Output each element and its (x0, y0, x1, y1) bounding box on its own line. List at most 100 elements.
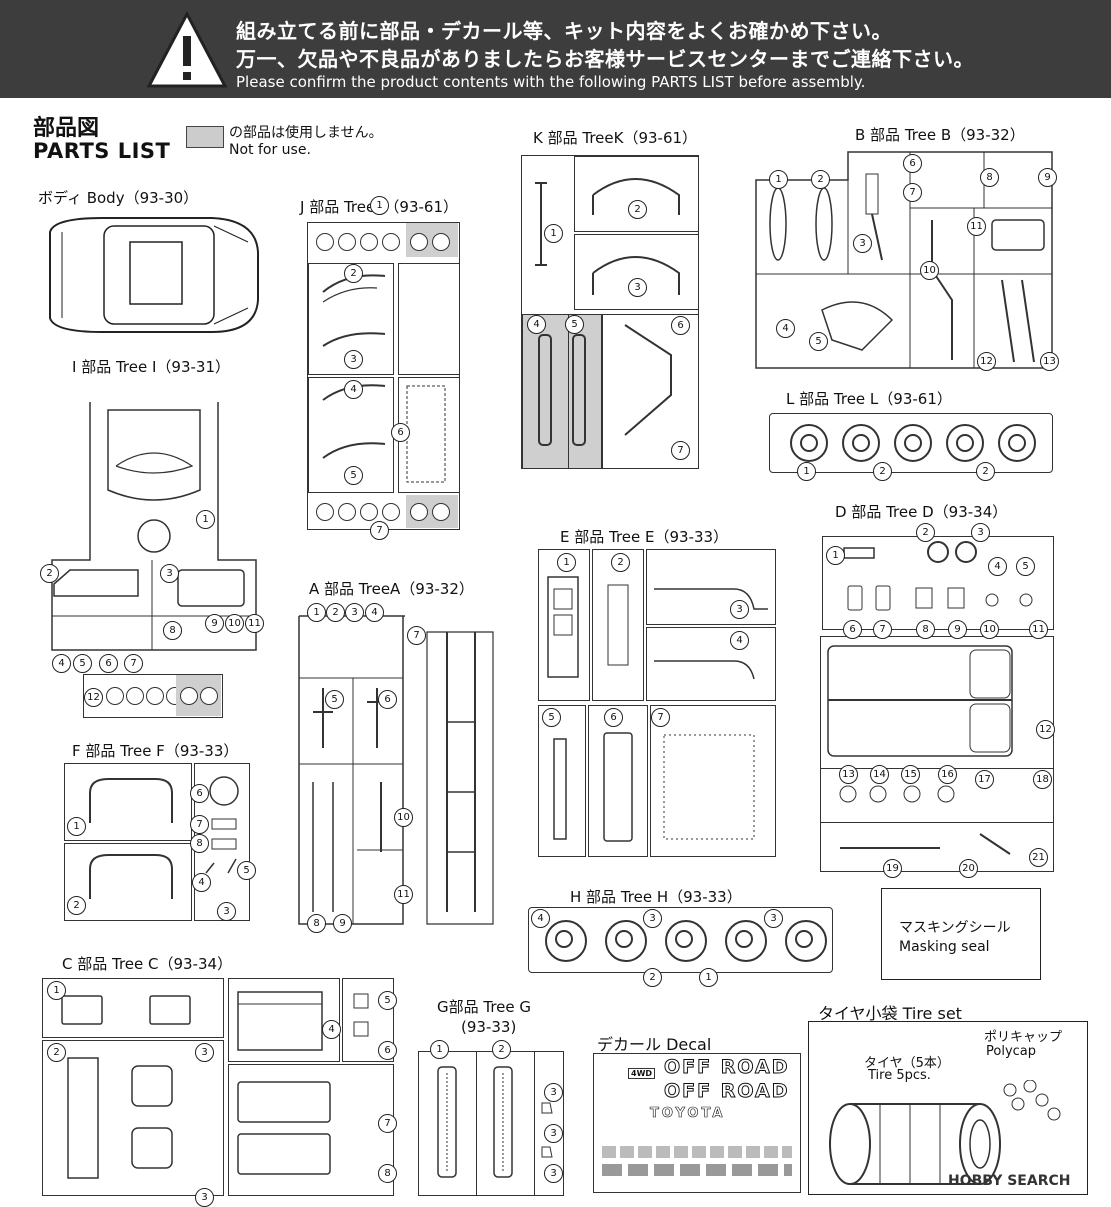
part-j-3: 3 (344, 350, 363, 369)
tree-i-label: I 部品 Tree I（93-31） (72, 358, 230, 376)
masking-seal-box (881, 888, 1041, 980)
part-a-8: 8 (307, 914, 326, 933)
tree-h (528, 907, 833, 973)
tree-d (820, 536, 1055, 872)
part-e-3: 3 (730, 600, 749, 619)
part-g-3c: 3 (544, 1164, 563, 1183)
part-b-5: 5 (809, 332, 828, 351)
tire-set-drawing (829, 1080, 1061, 1185)
part-d-16: 16 (938, 765, 957, 784)
part-g-1: 1 (430, 1040, 449, 1059)
tree-d-parts (827, 541, 1033, 855)
part-d-18: 18 (1033, 770, 1052, 789)
part-g-3a: 3 (544, 1083, 563, 1102)
decal-4wd: 4WD (628, 1068, 656, 1079)
polycap-en: Polycap (986, 1044, 1037, 1059)
tree-f-parts (89, 776, 239, 899)
part-a-6: 6 (378, 690, 397, 709)
part-j-4: 4 (344, 380, 363, 399)
part-a-10: 10 (394, 808, 413, 827)
part-d-19: 19 (883, 859, 902, 878)
not-for-use-jp: の部品は使用しません。 (229, 125, 383, 141)
tree-a-label: A 部品 TreeA（93-32） (309, 580, 474, 598)
part-l-2b: 2 (976, 462, 995, 481)
tire-set-box (808, 1021, 1088, 1195)
part-a-3: 3 (345, 603, 364, 622)
part-f-7: 7 (190, 815, 209, 834)
part-i-12: 12 (84, 688, 103, 707)
part-b-13: 13 (1040, 352, 1059, 371)
tree-body-label: ボディ Body（93-30） (38, 189, 199, 207)
part-j-6: 6 (391, 423, 410, 442)
tree-e-parts (547, 576, 768, 842)
part-a-4: 4 (365, 603, 384, 622)
part-c-4: 4 (322, 1020, 341, 1039)
part-d-13: 13 (839, 765, 858, 784)
part-a-1: 1 (307, 603, 326, 622)
part-i-8: 8 (163, 621, 182, 640)
part-b-8: 8 (980, 168, 999, 187)
part-b-3: 3 (853, 234, 872, 253)
part-f-6: 6 (190, 784, 209, 803)
tree-g-label-1: G部品 Tree G (437, 998, 532, 1016)
warning-jp-line1: 組み立てる前に部品・デカール等、キット内容をよくお確かめ下さい。 (236, 19, 892, 43)
part-d-2: 2 (916, 523, 935, 542)
tree-i-strip (83, 674, 223, 718)
part-d-20: 20 (959, 859, 978, 878)
decal-label: デカール Decal (597, 1035, 712, 1054)
part-f-1: 1 (67, 817, 86, 836)
polycap-jp: ポリキャップ (984, 1030, 1063, 1045)
tree-c-label: C 部品 Tree C（93-34） (62, 955, 233, 973)
tree-j-parts (322, 274, 446, 483)
page-title-en: PARTS LIST (33, 139, 171, 163)
part-f-2: 2 (67, 896, 86, 915)
part-d-5: 5 (1016, 557, 1035, 576)
part-e-2: 2 (611, 553, 630, 572)
part-k-4: 4 (527, 315, 546, 334)
masking-seal-en: Masking seal (899, 939, 990, 955)
tire-set-label: タイヤ小袋 Tire set (818, 1004, 962, 1023)
part-d-3: 3 (971, 523, 990, 542)
part-d-11: 11 (1029, 620, 1048, 639)
part-b-4: 4 (776, 319, 795, 338)
part-b-9: 9 (1038, 168, 1057, 187)
tree-h-label: H 部品 Tree H（93-33） (570, 888, 742, 906)
part-g-3b: 3 (544, 1124, 563, 1143)
part-c-6: 6 (378, 1041, 397, 1060)
part-a-7: 7 (407, 626, 426, 645)
part-i-6: 6 (99, 654, 118, 673)
part-f-8: 8 (190, 834, 209, 853)
part-d-7: 7 (873, 620, 892, 639)
part-l-1: 1 (797, 462, 816, 481)
tree-j (307, 222, 460, 530)
part-c-3a: 3 (195, 1043, 214, 1062)
decal-stripes-2 (602, 1164, 792, 1176)
part-i-10: 10 (225, 614, 244, 633)
decal-offroad-2: OFF ROAD (663, 1080, 790, 1103)
part-d-9: 9 (948, 620, 967, 639)
tree-l (769, 413, 1053, 473)
part-b-11: 11 (967, 217, 986, 236)
part-e-6: 6 (604, 708, 623, 727)
part-e-1: 1 (557, 553, 576, 572)
part-d-15: 15 (901, 765, 920, 784)
part-i-5: 5 (73, 654, 92, 673)
decal-sheet: OFF ROAD OFF ROAD TOYOTA 4WD (593, 1053, 801, 1193)
tree-f-label: F 部品 Tree F（93-33） (72, 742, 239, 760)
part-a-2: 2 (326, 603, 345, 622)
part-f-4: 4 (192, 873, 211, 892)
decal-stripes-1 (602, 1146, 792, 1158)
part-h-3a: 3 (643, 909, 662, 928)
part-j-5: 5 (344, 466, 363, 485)
tire-jp: タイヤ（5本） (864, 1056, 950, 1071)
part-c-1: 1 (47, 981, 66, 1000)
watermark-logo: HOBBY SEARCH (948, 1173, 1071, 1189)
part-a-9: 9 (333, 914, 352, 933)
tree-c-parts (61, 991, 369, 1179)
part-l-2a: 2 (873, 462, 892, 481)
part-a-11: 11 (394, 885, 413, 904)
tree-e-label: E 部品 Tree E（93-33） (560, 528, 729, 546)
part-h-4: 4 (531, 909, 550, 928)
part-d-12: 12 (1036, 720, 1055, 739)
part-a-5: 5 (325, 690, 344, 709)
